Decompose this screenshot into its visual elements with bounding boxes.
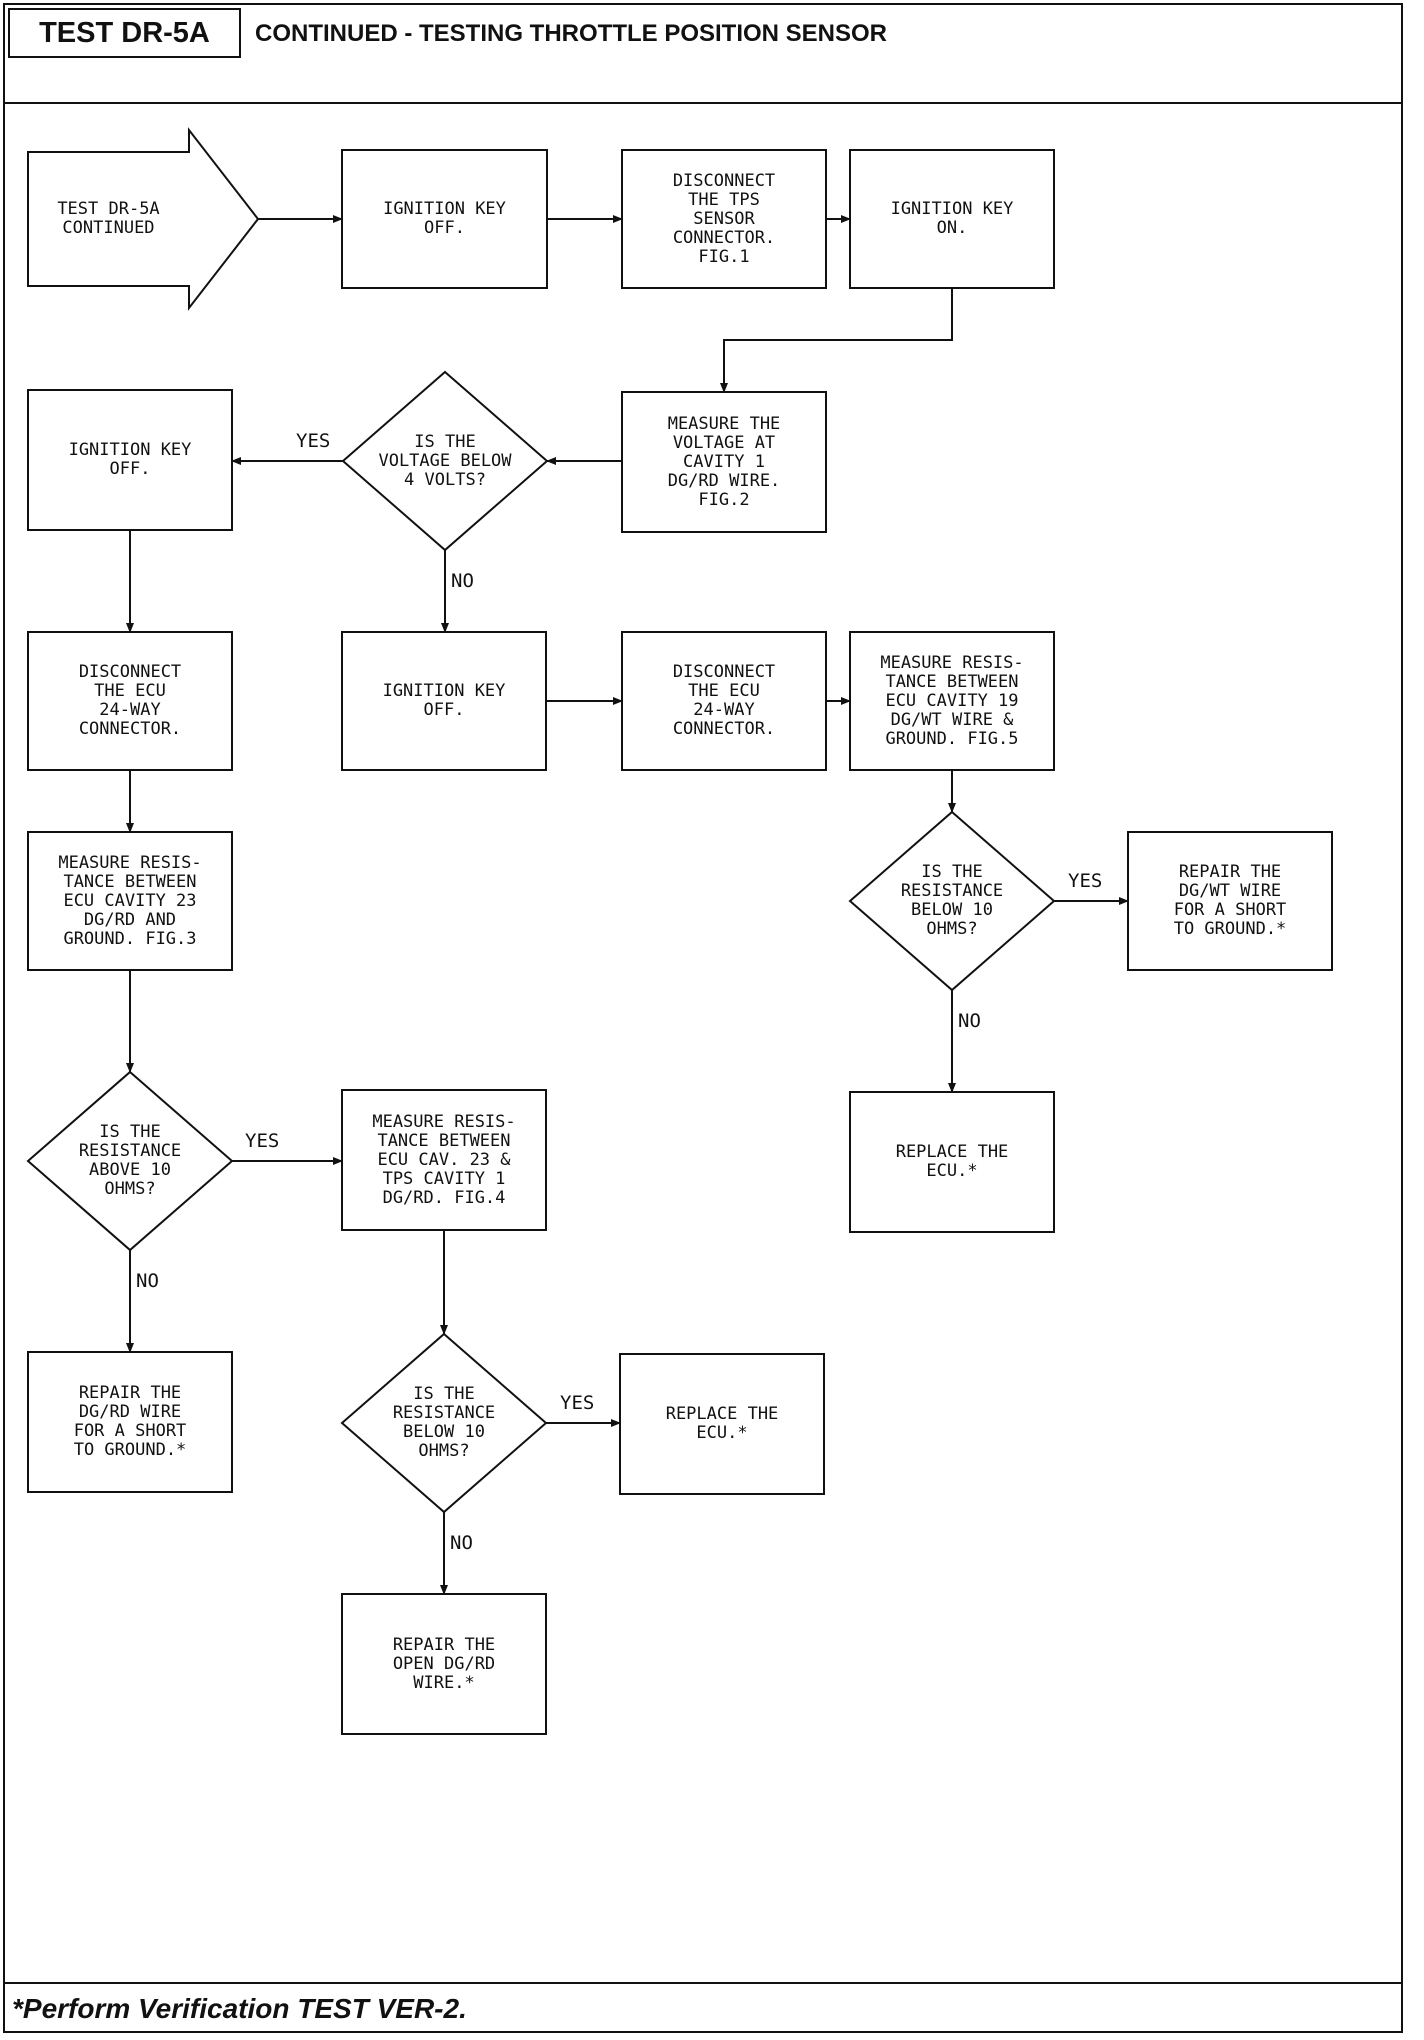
node-text-repair_dgwt: REPAIR THE DG/WT WIRE FOR A SHORT TO GRO…: [1173, 862, 1287, 939]
node-text-key_off_3: IGNITION KEY OFF.: [382, 681, 506, 720]
node-text-disc_ecu_left: DISCONNECT THE ECU 24-WAY CONNECTOR.: [78, 662, 182, 739]
node-shape-repair_dgrd_short: [27, 1351, 233, 1493]
node-shape-key_off_2: [27, 389, 233, 531]
node-text-key_off_2: IGNITION KEY OFF.: [68, 440, 192, 479]
node-text-res_below_right: IS THE RESISTANCE BELOW 10 OHMS?: [900, 862, 1004, 939]
page-frame: [3, 3, 1403, 2033]
node-text-key_on: IGNITION KEY ON.: [890, 199, 1014, 238]
node-text-meas_volt: MEASURE THE VOLTAGE AT CAVITY 1 DG/RD WI…: [667, 413, 781, 510]
node-text-start: TEST DR-5A CONTINUED: [57, 199, 160, 238]
node-shape-meas_volt: [621, 391, 827, 533]
edge-label-yes: YES: [1068, 870, 1103, 892]
node-shape-start: [27, 127, 260, 311]
node-text-key_off_1: IGNITION KEY OFF.: [383, 199, 506, 238]
edge-label-no: NO: [450, 1532, 473, 1554]
edge-label-no: NO: [958, 1010, 981, 1032]
node-text-meas_cav19: MEASURE RESIS- TANCE BETWEEN ECU CAVITY …: [880, 652, 1024, 749]
page-title: CONTINUED - TESTING THROTTLE POSITION SE…: [255, 20, 888, 47]
node-shape-repair_dgwt: [1127, 831, 1333, 971]
edge-label-yes: YES: [296, 430, 331, 452]
edge-label-yes: YES: [245, 1130, 280, 1152]
node-shape-res_below_right: [848, 810, 1056, 992]
node-text-repair_dgrd_short: REPAIR THE DG/RD WIRE FOR A SHORT TO GRO…: [73, 1383, 187, 1460]
node-shape-meas_cav19: [849, 631, 1055, 771]
node-text-res_below_mid: IS THE RESISTANCE BELOW 10 OHMS?: [392, 1384, 496, 1461]
node-text-replace_ecu_mid: REPLACE THE ECU.*: [665, 1404, 779, 1443]
footer-divider: [3, 1982, 1403, 1984]
edge-label-yes: YES: [560, 1392, 595, 1414]
node-text-disc_ecu_mid: DISCONNECT THE ECU 24-WAY CONNECTOR.: [672, 662, 776, 739]
node-shape-key_off_3: [341, 631, 547, 771]
node-shape-meas_cav23: [27, 831, 233, 971]
footnote: *Perform Verification TEST VER-2.: [12, 1993, 467, 2024]
edge-label-no: NO: [136, 1270, 159, 1292]
node-shape-disc_tps: [621, 149, 827, 289]
node-shape-replace_ecu_right: [849, 1091, 1055, 1233]
node-shape-replace_ecu_mid: [619, 1353, 825, 1495]
node-shape-res_above: [26, 1070, 234, 1252]
node-shape-key_on: [849, 149, 1055, 289]
node-shape-disc_ecu_left: [27, 631, 233, 771]
test-id-box: TEST DR-5A: [8, 8, 241, 58]
edge-label-no: NO: [451, 570, 474, 592]
node-text-disc_tps: DISCONNECT THE TPS SENSOR CONNECTOR. FIG…: [672, 170, 776, 267]
node-text-volt_below: IS THE VOLTAGE BELOW 4 VOLTS?: [378, 431, 512, 490]
node-text-repair_open: REPAIR THE OPEN DG/RD WIRE.*: [392, 1634, 496, 1693]
node-shape-volt_below: [341, 370, 549, 552]
connector-key_on-to-meas_volt: [720, 288, 953, 393]
node-text-meas_cav23_tps: MEASURE RESIS- TANCE BETWEEN ECU CAV. 23…: [372, 1111, 516, 1208]
node-text-replace_ecu_right: REPLACE THE ECU.*: [895, 1142, 1009, 1181]
node-shape-res_below_mid: [340, 1332, 548, 1514]
header-divider: [3, 102, 1403, 104]
node-shape-key_off_1: [341, 149, 548, 289]
node-shape-repair_open: [341, 1593, 547, 1735]
node-shape-meas_cav23_tps: [341, 1089, 547, 1231]
node-text-meas_cav23: MEASURE RESIS- TANCE BETWEEN ECU CAVITY …: [58, 852, 202, 949]
node-shape-disc_ecu_mid: [621, 631, 827, 771]
node-text-res_above: IS THE RESISTANCE ABOVE 10 OHMS?: [78, 1122, 182, 1199]
